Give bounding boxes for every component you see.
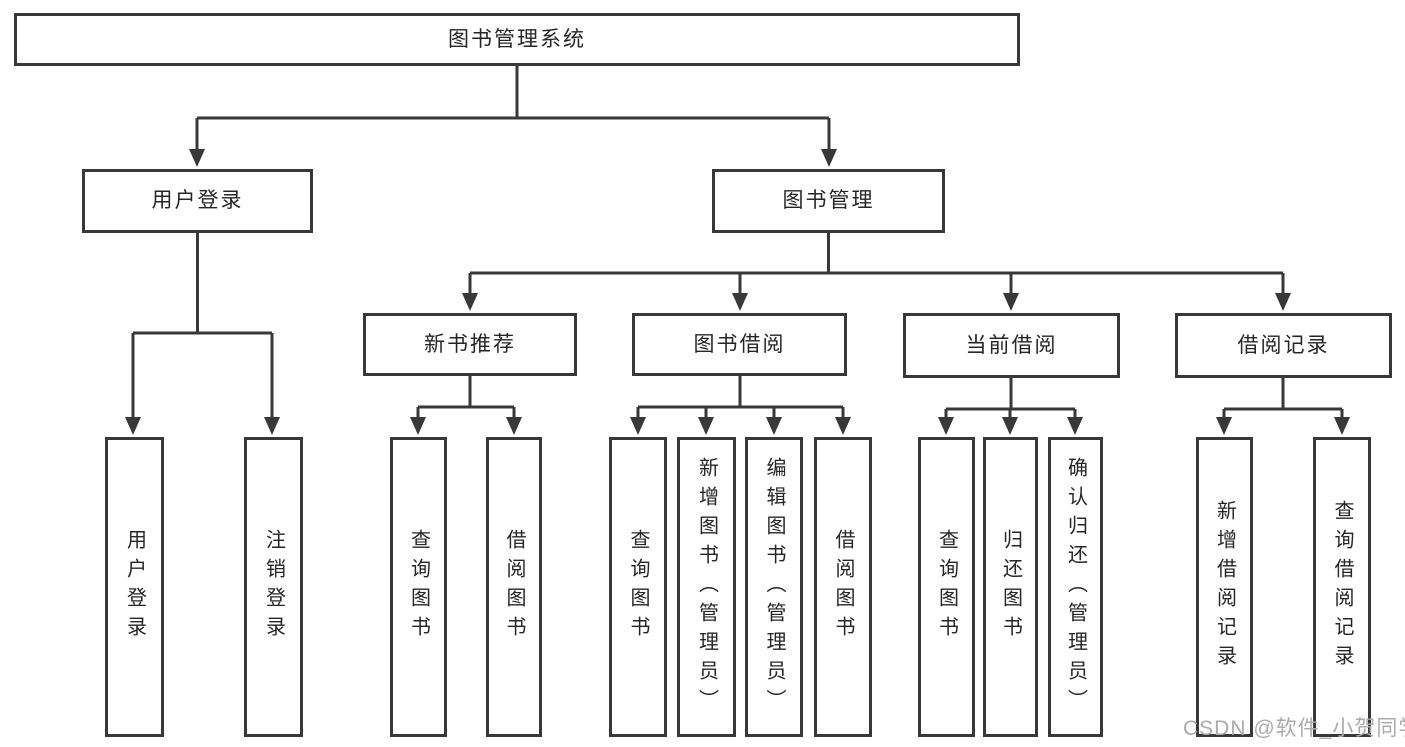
leaf-logout: 注销登录 bbox=[244, 437, 303, 737]
leaf-confirm-return-admin: 确认归还（管理员） bbox=[1048, 437, 1103, 737]
node-root-system: 图书管理系统 bbox=[14, 13, 1020, 66]
csdn-watermark: CSDN @软件_小贺同学 bbox=[1183, 717, 1405, 740]
leaf-query-borrow-record: 查询借阅记录 bbox=[1313, 437, 1371, 737]
node-book-management: 图书管理 bbox=[712, 169, 945, 233]
leaf-add-books-admin: 新增图书（管理员） bbox=[677, 437, 736, 737]
leaf-borrow-books-recommend: 借阅图书 bbox=[486, 437, 542, 737]
leaf-query-books-recommend: 查询图书 bbox=[390, 437, 447, 737]
arrowhead-icons bbox=[125, 149, 1350, 435]
arrow-shafts bbox=[131, 118, 1344, 421]
leaf-return-books: 归还图书 bbox=[983, 437, 1038, 737]
node-current-borrow: 当前借阅 bbox=[903, 313, 1120, 378]
leaf-query-books-borrow: 查询图书 bbox=[609, 437, 667, 737]
tree-edges bbox=[133, 66, 1342, 411]
node-book-borrow: 图书借阅 bbox=[632, 313, 847, 376]
leaf-user-login: 用户登录 bbox=[105, 437, 164, 737]
leaf-query-books-current: 查询图书 bbox=[918, 437, 975, 737]
leaf-borrow-books: 借阅图书 bbox=[814, 437, 872, 737]
node-borrow-records: 借阅记录 bbox=[1175, 313, 1392, 378]
leaf-edit-books-admin: 编辑图书（管理员） bbox=[745, 437, 803, 737]
node-user-login: 用户登录 bbox=[82, 169, 313, 233]
node-new-book-recommend: 新书推荐 bbox=[363, 313, 577, 376]
leaf-add-borrow-record: 新增借阅记录 bbox=[1196, 437, 1253, 737]
